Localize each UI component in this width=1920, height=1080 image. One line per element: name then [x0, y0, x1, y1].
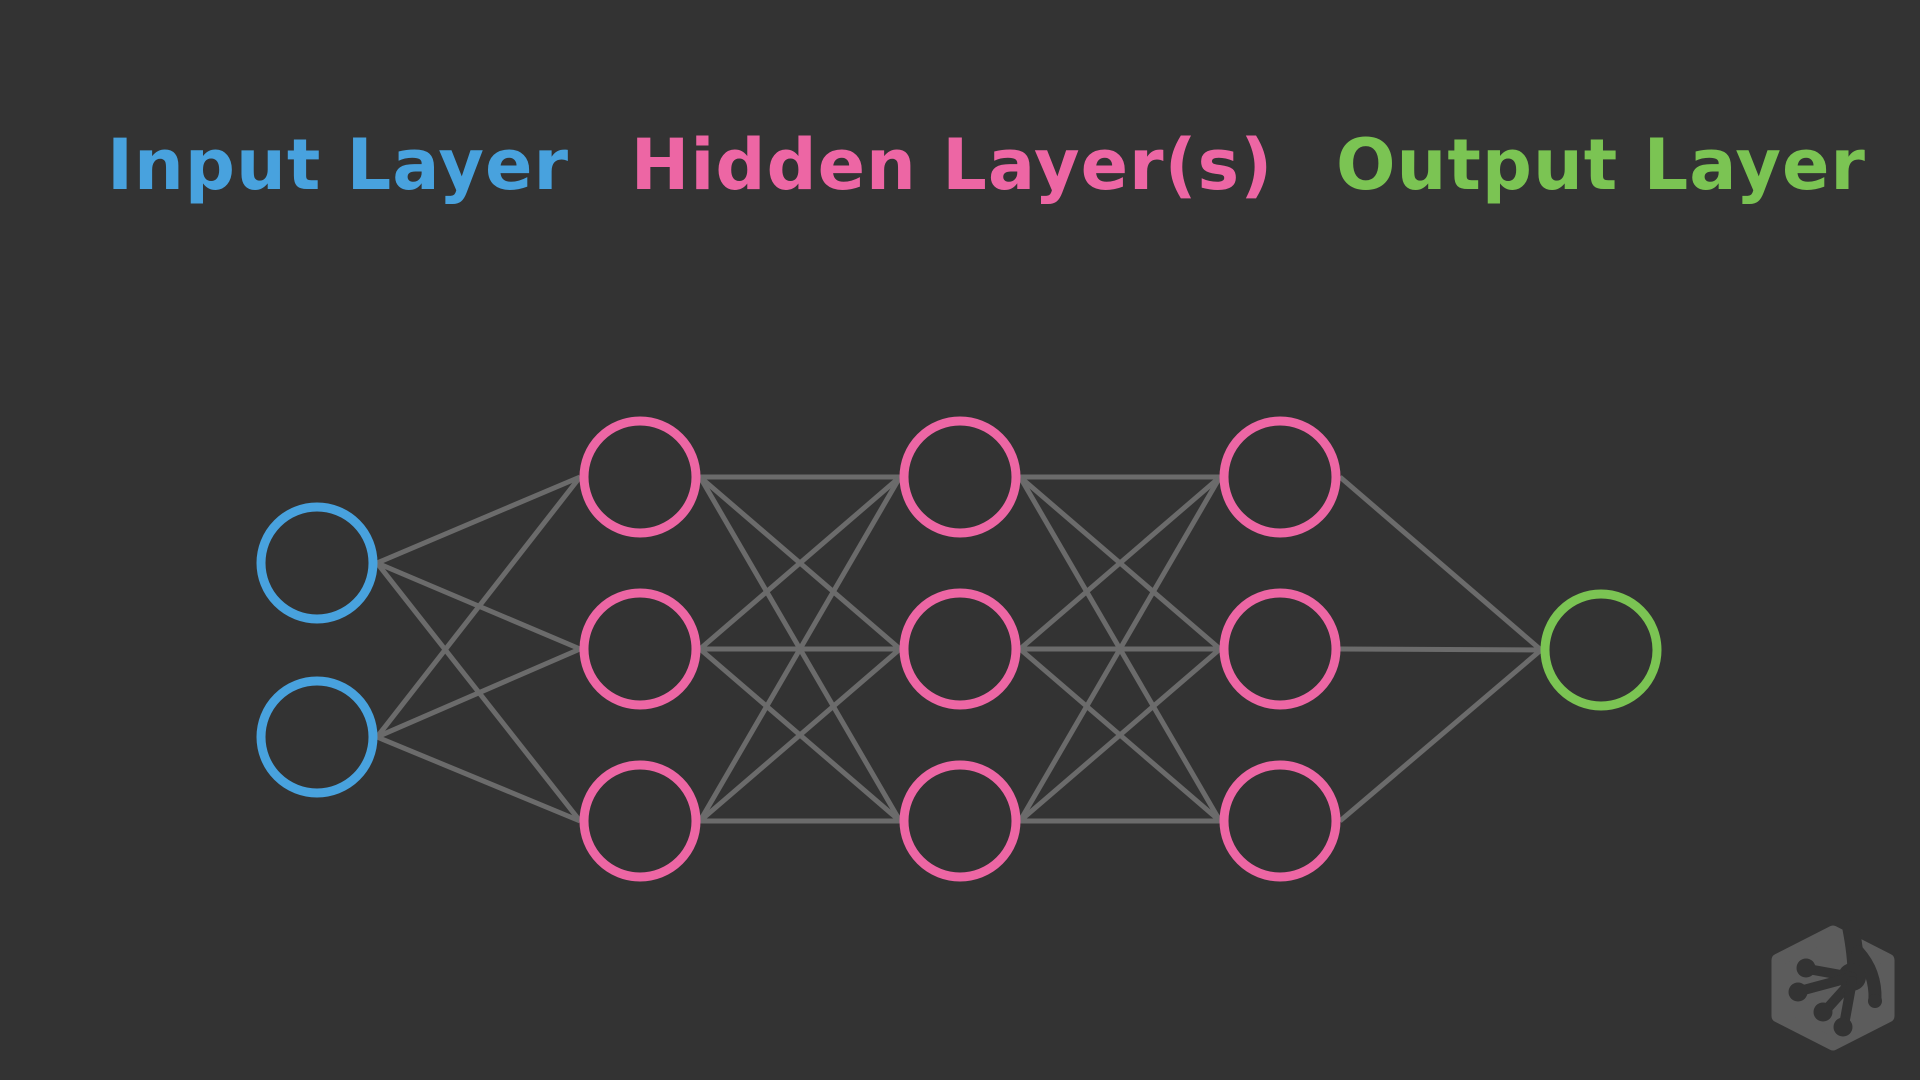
network-edge [376, 734, 581, 824]
network-edge [1017, 475, 1223, 823]
network-edge [376, 646, 581, 740]
network-edge [698, 475, 902, 651]
network-edge [376, 474, 581, 566]
treehouse-logo [1771, 920, 1895, 1051]
hidden-layer-3-node [1219, 588, 1341, 710]
nodes-group [256, 416, 1662, 882]
network-edge [375, 475, 582, 739]
input-layer-label: Input Layer [107, 124, 569, 206]
output-layer-label: Output Layer [1336, 124, 1866, 206]
hidden-layer-2-node [899, 416, 1021, 538]
input-layer-node [256, 676, 378, 798]
hidden-layer-3-node [1219, 416, 1341, 538]
edges-group [375, 474, 1543, 824]
hidden-layer-3-node [1219, 760, 1341, 882]
hidden-layer-1-node [579, 588, 701, 710]
network-edge [1338, 475, 1543, 652]
output-layer-node [1540, 589, 1662, 711]
hidden-layer-1-node [579, 760, 701, 882]
hidden-layer-1-node [579, 416, 701, 538]
network-edge [1338, 648, 1543, 823]
network-edge [1339, 646, 1542, 653]
logo-frog-foot [1788, 920, 1882, 1037]
input-layer-node [256, 502, 378, 624]
network-edge [698, 647, 902, 823]
network-edge [697, 475, 903, 823]
network-edge [1018, 475, 1222, 651]
hidden-layer-2-node [899, 588, 1021, 710]
network-edge [1018, 647, 1222, 823]
hidden-layer-2-node [899, 760, 1021, 882]
hidden-layer-label: Hidden Layer(s) [630, 124, 1274, 206]
